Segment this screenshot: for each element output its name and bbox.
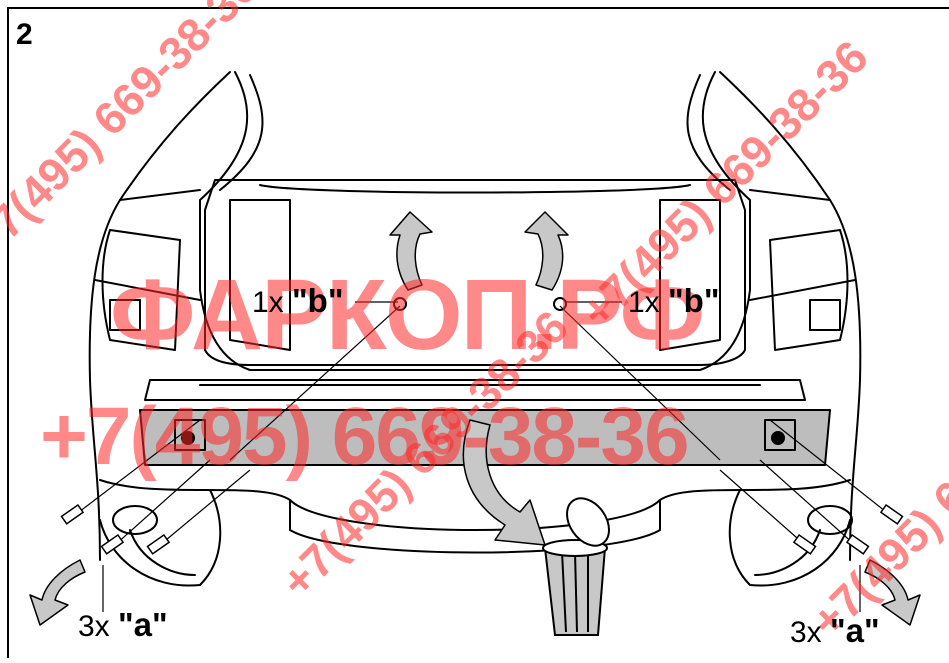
bolts: [60, 503, 904, 555]
label-b-right-tag: "b": [668, 282, 720, 319]
leader-lines: [74, 301, 891, 612]
bolt-icon: [845, 533, 870, 555]
label-b-left-tag: "b": [292, 282, 344, 319]
bolt-icon: [60, 503, 85, 525]
label-b-right-qty: 1x: [628, 286, 660, 319]
car-body-outline: [88, 71, 862, 587]
label-b-left-qty: 1x: [252, 286, 284, 319]
label-a-left: 3x "a": [78, 606, 168, 644]
label-b-left: 1x "b": [252, 282, 343, 320]
bolt-icon: [792, 533, 817, 555]
label-a-right-tag: "a": [830, 612, 880, 649]
rotate-arrow-icon: [389, 211, 433, 291]
rotate-arrow-icon: [524, 211, 569, 291]
rotate-arrow-icon: [864, 559, 921, 626]
label-a-right: 3x "a": [790, 612, 880, 650]
label-b-right: 1x "b": [628, 282, 719, 320]
step-number: 2: [16, 18, 33, 51]
arrows: [29, 211, 921, 626]
label-a-left-qty: 3x: [78, 610, 110, 643]
bolt-icon: [879, 503, 904, 525]
trash-bin-icon: [542, 497, 610, 636]
rotate-arrow-icon: [29, 559, 86, 626]
bolt-icon: [100, 533, 125, 555]
bolt-icon: [146, 533, 171, 555]
figure-frame: [7, 7, 949, 663]
label-a-left-tag: "a": [118, 606, 168, 643]
label-a-right-qty: 3x: [790, 616, 822, 649]
